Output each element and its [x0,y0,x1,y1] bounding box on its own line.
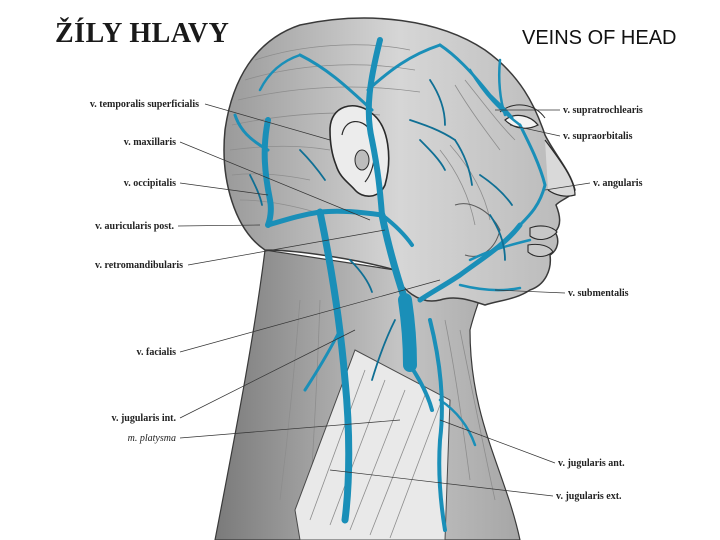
vein-occipitalis [261,117,274,228]
label-submentalis: v. submentalis [568,288,629,299]
label-retromandibularis: v. retromandibularis [95,260,183,271]
label-occipitalis: v. occipitalis [124,178,176,189]
vein-occipital-branch [233,113,270,152]
vein-tributary [409,119,456,141]
leader-lines [177,103,591,497]
vein-facialis [417,222,523,303]
label-maxillaris: v. maxillaris [124,137,176,148]
vein-jugularis-ext [316,208,353,524]
label-jugularis-ant: v. jugularis ant. [558,458,625,469]
vein-facial-branch-lip [468,238,532,262]
vein-tributary [429,79,446,126]
label-supraorbitalis: v. supraorbitalis [563,131,633,142]
label-jugularis-int: v. jugularis int. [112,413,177,424]
vein-angularis [518,123,547,227]
vein-temporal-branch-3 [258,53,302,92]
vein-network [233,37,547,532]
title-english: VEINS OF HEAD [522,27,677,49]
vein-ant-branch [438,398,477,447]
label-angularis: v. angularis [593,178,643,189]
vein-tributary [489,214,506,261]
vein-tributary [249,174,263,206]
label-platysma: m. platysma [128,433,176,444]
label-auricularis-post: v. auricularis post. [95,221,174,232]
vein-tributary [419,139,446,171]
vein-tributary [349,259,373,293]
vein-neck-link [408,363,434,412]
vein-submentalis [458,283,522,292]
vein-ext-branch [303,328,342,392]
vein-tributary [454,139,473,186]
label-temporalis-superficialis: v. temporalis superficialis [90,99,199,110]
title-czech: ŽÍLY HLAVY [55,18,230,49]
label-jugularis-ext: v. jugularis ext. [556,491,622,502]
vein-jugularis-int [398,293,417,372]
vein-retromandibularis [378,211,409,304]
vein-temporal-branch-2 [366,43,442,92]
label-facialis: v. facialis [137,347,177,358]
platysma-hatching [309,369,441,539]
vein-frontal-branch [438,43,514,120]
vein-supraorbitalis [468,68,522,127]
label-supratrochlearis: v. supratrochlearis [563,105,643,116]
ear [329,104,390,197]
vein-temporalis-superficialis [365,37,385,218]
vein-tributary [479,174,513,206]
vein-temporal-branch-1 [298,53,374,112]
vein-tributary [371,319,396,381]
labels-right: v. supratrochlearis v. supraorbitalis v.… [556,105,643,502]
labels-left: v. temporalis superficialis v. maxillari… [90,99,199,444]
face-features [454,104,576,258]
vein-tributary [299,149,326,181]
vein-jugularis-ant [428,318,447,532]
